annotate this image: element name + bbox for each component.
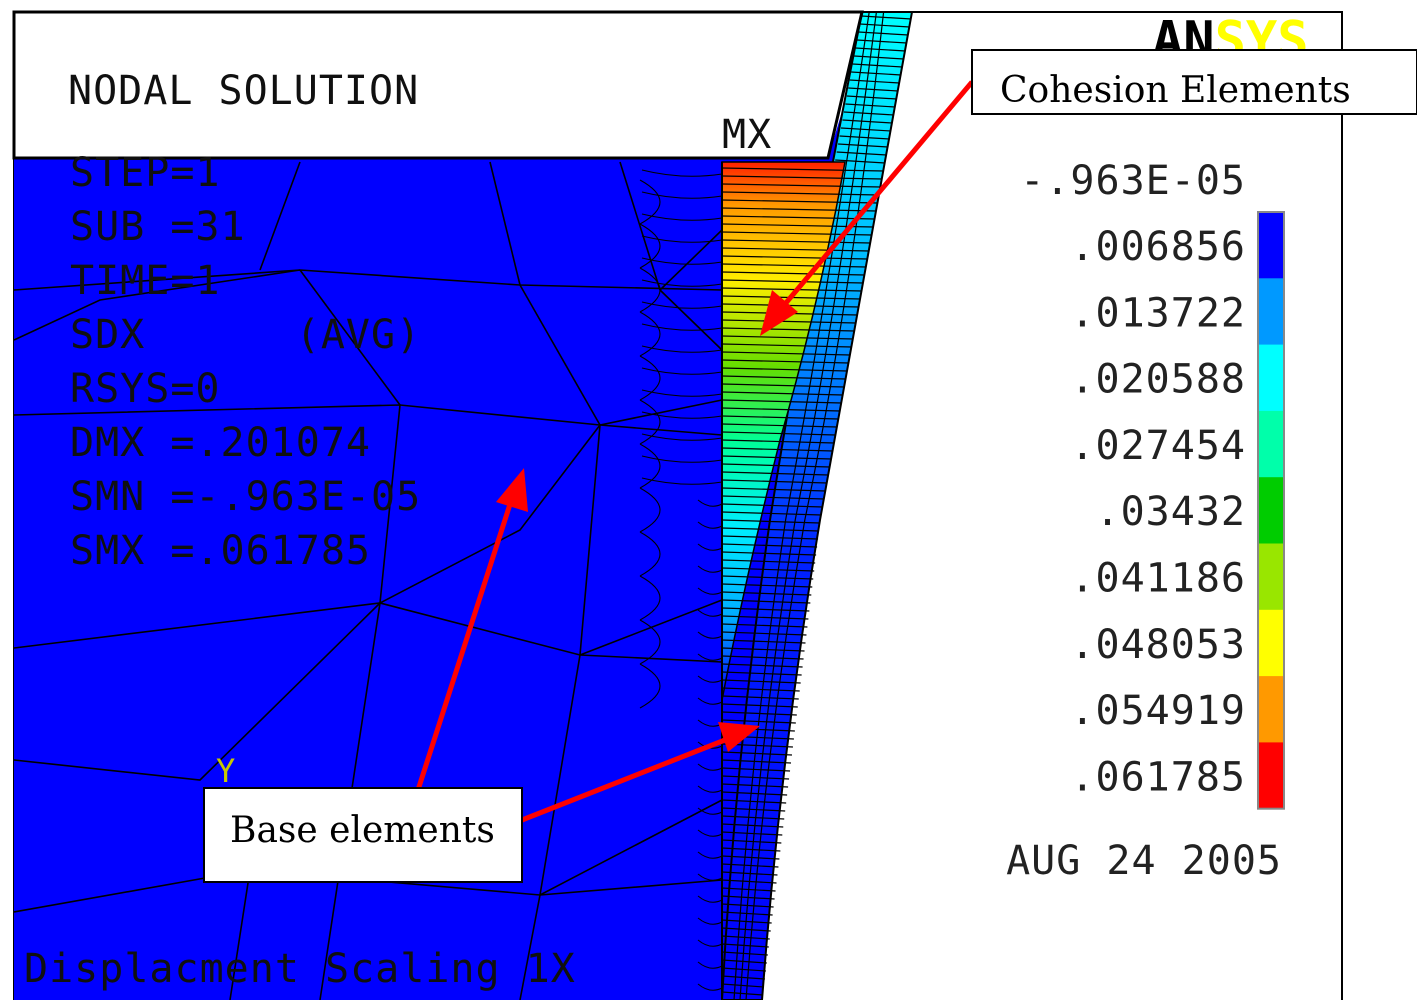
legend-value-6: .041186	[1070, 556, 1246, 602]
legend-min-label: -.963E-05	[1020, 158, 1246, 204]
cohesion-callout: Cohesion Elements	[760, 49, 1417, 336]
legend-value-2: .013722	[1070, 290, 1246, 336]
status-dmx: DMX =.201074	[70, 420, 371, 466]
displacement-scaling-label: Displacment Scaling 1X	[24, 946, 576, 992]
legend-value-4: .027454	[1070, 423, 1246, 469]
legend-bar-frame	[1257, 211, 1285, 810]
header-panel	[12, 10, 864, 160]
status-block: STEP=1 SUB =31 TIME=1 SDX (AVG) RSYS=0 D…	[70, 150, 421, 574]
base-callout-box	[203, 787, 523, 883]
legend-value-9: .061785	[1070, 754, 1246, 800]
status-time: TIME=1	[70, 258, 221, 304]
axis-y-label: Y	[216, 752, 235, 790]
cohesion-callout-box	[971, 49, 1417, 115]
coarse-mesh-lines	[14, 161, 723, 1000]
status-smx: SMX =.061785	[70, 528, 371, 574]
legend-value-5: .03432	[1096, 489, 1247, 535]
legend-swatch-4	[1258, 410, 1284, 478]
header-title: NODAL SOLUTION	[68, 68, 419, 114]
legend-swatch-8	[1258, 676, 1284, 743]
legend-swatch-9	[1258, 742, 1284, 810]
status-sdx: SDX (AVG)	[70, 312, 421, 358]
status-smn: SMN =-.963E-05	[70, 474, 421, 520]
legend-value-8: .054919	[1070, 688, 1246, 734]
color-legend: -.963E-05 .006856 .013722 .020588 .027454 .0…	[1020, 158, 1285, 810]
plot-date: AUG 24 2005	[1006, 838, 1282, 884]
status-sub: SUB =31	[70, 204, 246, 250]
refined-mesh-column	[639, 169, 723, 991]
max-marker: MX	[722, 112, 772, 158]
status-step: STEP=1	[70, 150, 221, 196]
legend-swatch-1	[1258, 212, 1284, 279]
legend-value-1: .006856	[1070, 224, 1246, 270]
legend-swatch-6	[1258, 543, 1284, 611]
legend-value-3: .020588	[1070, 357, 1246, 403]
legend-swatch-3	[1258, 344, 1284, 412]
legend-swatch-7	[1258, 609, 1284, 677]
legend-swatch-2	[1258, 278, 1284, 346]
status-rsys: RSYS=0	[70, 366, 221, 412]
legend-swatch-5	[1258, 477, 1284, 544]
base-callout: Base elements	[203, 468, 760, 883]
cohesive-element-lines	[721, 12, 912, 1000]
base-callout-text: Base elements	[230, 810, 495, 851]
legend-value-7: .048053	[1070, 622, 1246, 668]
cohesion-callout-text: Cohesion Elements	[1000, 70, 1351, 111]
